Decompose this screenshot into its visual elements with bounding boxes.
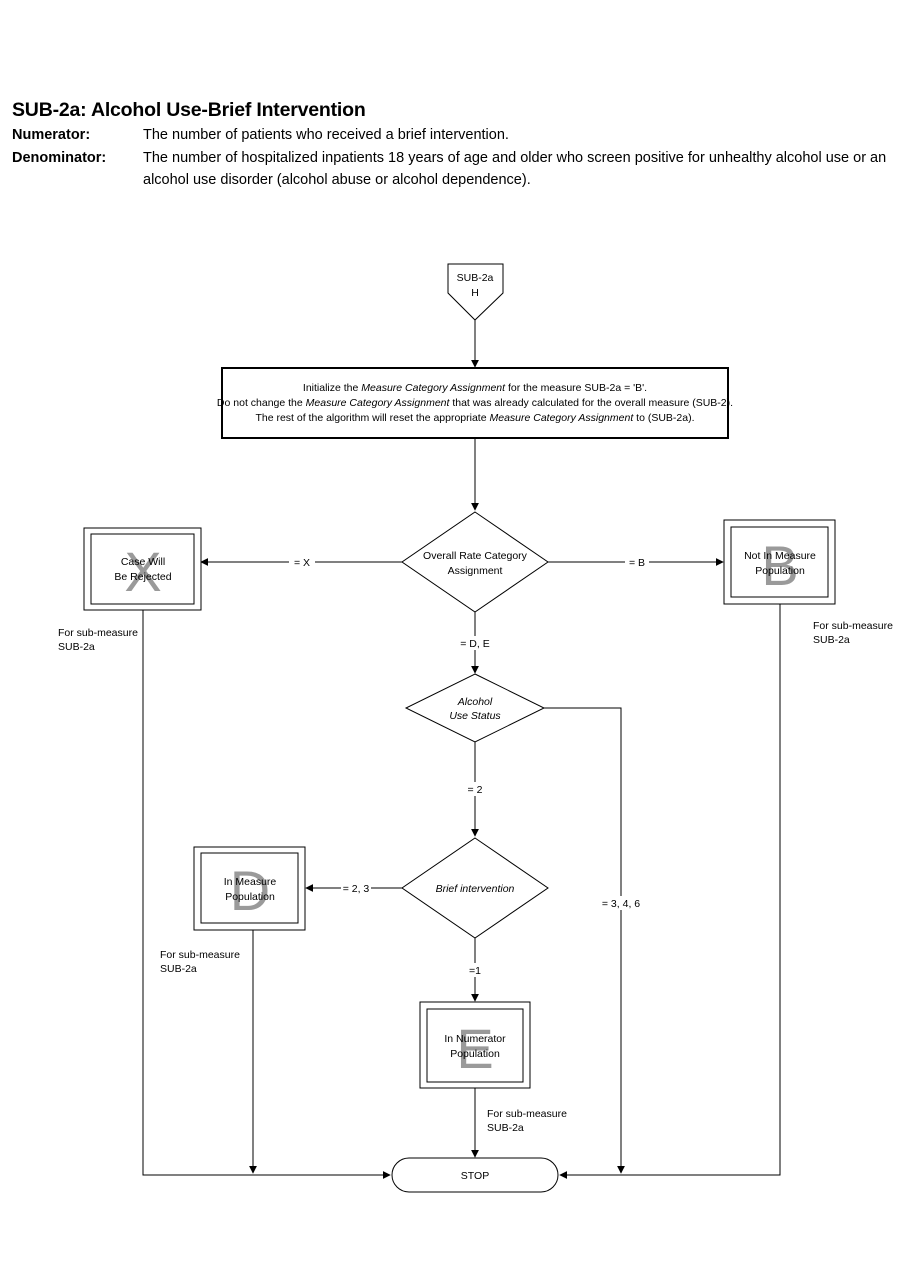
- edge-label-2: = 2: [468, 784, 483, 796]
- numerator-text: The number of patients who received a br…: [143, 127, 509, 143]
- outcome-x-label-2: Be Rejected: [114, 571, 171, 583]
- outcome-x-box: X Case Will Be Rejected: [83, 527, 202, 611]
- outcome-e-label-2: Population: [450, 1048, 500, 1060]
- outcome-e-note-2: SUB-2a: [487, 1122, 524, 1134]
- stop-label: STOP: [461, 1170, 489, 1182]
- outcome-b-letter: B: [761, 534, 798, 597]
- decision-overall-label-2: Assignment: [448, 565, 503, 577]
- outcome-d-label-2: Population: [225, 891, 275, 903]
- decision-brief-label: Brief intervention: [436, 883, 515, 895]
- decision-alcohol-label-1: Alcohol: [457, 696, 493, 708]
- edge-alcohol-346: [544, 707, 625, 1174]
- edge-label-23: = 2, 3: [343, 883, 370, 895]
- init-line-3: The rest of the algorithm will reset the…: [255, 412, 694, 424]
- denominator-text: The number of hospitalized inpatients 18…: [143, 150, 887, 188]
- outcome-b-label-1: Not In Measure: [744, 550, 816, 562]
- outcome-x-note-2: SUB-2a: [58, 641, 95, 653]
- outcome-b-note-1: For sub-measure: [813, 620, 893, 632]
- outcome-d-note-2: SUB-2a: [160, 963, 197, 975]
- edge-label-346: = 3, 4, 6: [602, 898, 640, 910]
- outcome-e-letter: E: [456, 1017, 493, 1080]
- denominator-label: Denominator:: [12, 150, 107, 166]
- decision-overall-rate: Overall Rate Category Assignment: [401, 511, 549, 613]
- start-label-1: SUB-2a: [457, 272, 494, 284]
- outcome-e-note-1: For sub-measure: [487, 1108, 567, 1120]
- page-title: SUB-2a: Alcohol Use-Brief Intervention: [12, 99, 366, 121]
- decision-brief-intervention: Brief intervention: [401, 837, 549, 939]
- decision-alcohol-use-status: Alcohol Use Status: [404, 673, 546, 743]
- init-box: Initialize the Measure Category Assignme…: [217, 367, 733, 439]
- outcome-x-letter: X: [124, 540, 161, 603]
- outcome-x-label-1: Case Will: [121, 556, 165, 568]
- edge-b-stop: [559, 604, 781, 1179]
- edge-label-de: = D, E: [460, 638, 489, 650]
- start-label-2: H: [471, 287, 479, 299]
- outcome-x-note-1: For sub-measure: [58, 627, 138, 639]
- numerator-label: Numerator:: [12, 127, 91, 143]
- decision-overall-label-1: Overall Rate Category: [423, 550, 528, 562]
- outcome-b-label-2: Population: [755, 565, 805, 577]
- init-line-2: Do not change the Measure Category Assig…: [217, 397, 733, 409]
- edge-label-b: = B: [629, 557, 645, 569]
- init-line-1: Initialize the Measure Category Assignme…: [303, 382, 647, 394]
- stop-node: STOP: [391, 1157, 559, 1193]
- outcome-d-note-1: For sub-measure: [160, 949, 240, 961]
- edge-label-x: = X: [294, 557, 310, 569]
- edge-x-stop: [142, 610, 391, 1179]
- outcome-e-label-1: In Numerator: [444, 1033, 506, 1045]
- outcome-b-box: B Not In Measure Population: [723, 519, 836, 605]
- outcome-d-letter: D: [230, 859, 270, 922]
- outcome-e-box: E In Numerator Population: [419, 1001, 531, 1089]
- edge-label-1: =1: [469, 965, 481, 977]
- outcome-d-box: D In Measure Population: [193, 846, 306, 931]
- start-node: SUB-2a H: [447, 263, 504, 321]
- outcome-b-note-2: SUB-2a: [813, 634, 850, 646]
- outcome-d-label-1: In Measure: [224, 876, 277, 888]
- decision-alcohol-label-2: Use Status: [449, 710, 501, 722]
